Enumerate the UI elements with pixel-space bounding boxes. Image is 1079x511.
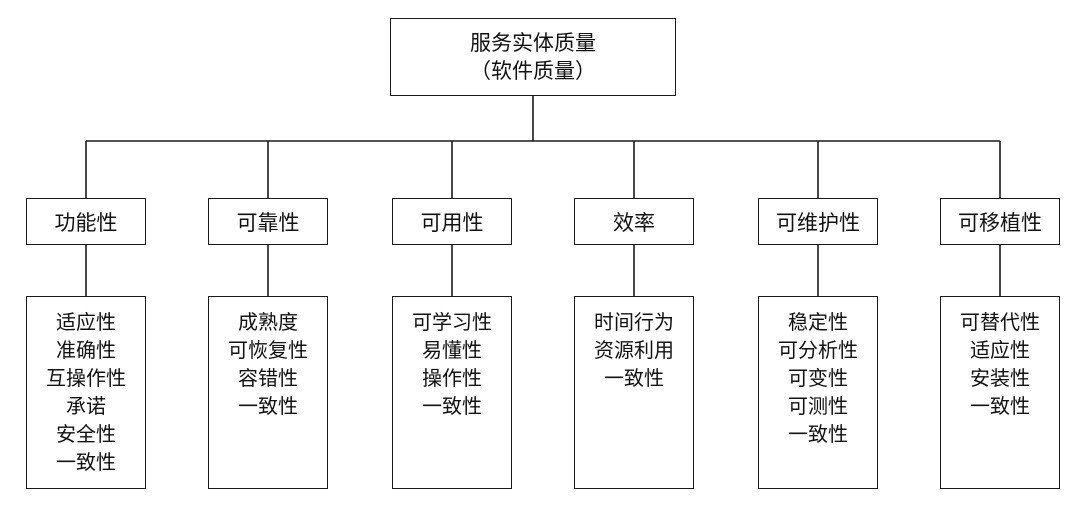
detail-item: 安装性: [970, 366, 1030, 390]
detail-item: 容错性: [238, 366, 298, 390]
category-label: 效率: [613, 210, 655, 235]
detail-node-maintainability: 稳定性 可分析性 可变性 可测性 一致性: [758, 296, 878, 489]
detail-item: 可变性: [788, 366, 848, 390]
detail-item: 适应性: [56, 310, 116, 334]
detail-node-efficiency: 时间行为 资源利用 一致性: [574, 296, 694, 489]
root-title: 服务实体质量: [470, 31, 596, 55]
category-label: 可维护性: [776, 210, 860, 235]
detail-item: 适应性: [970, 338, 1030, 362]
detail-item: 安全性: [56, 422, 116, 446]
detail-item: 易懂性: [422, 338, 482, 362]
detail-item: 一致性: [604, 366, 664, 390]
detail-item: 操作性: [422, 366, 482, 390]
detail-item: 承诺: [66, 394, 106, 418]
category-label: 可用性: [420, 210, 484, 235]
detail-item: 互操作性: [46, 366, 126, 390]
category-node-efficiency: 效率: [574, 198, 694, 245]
detail-item: 一致性: [238, 394, 298, 418]
detail-item: 可替代性: [960, 310, 1040, 334]
category-label: 功能性: [54, 210, 118, 235]
detail-item: 一致性: [422, 394, 482, 418]
detail-node-functionality: 适应性 准确性 互操作性 承诺 安全性 一致性: [26, 296, 146, 489]
detail-item: 稳定性: [788, 310, 848, 334]
detail-node-usability: 可学习性 易懂性 操作性 一致性: [392, 296, 512, 489]
category-label: 可靠性: [236, 210, 300, 235]
detail-item: 资源利用: [594, 338, 674, 362]
category-node-portability: 可移植性: [940, 198, 1060, 245]
detail-item: 一致性: [56, 450, 116, 474]
category-node-reliability: 可靠性: [208, 198, 328, 245]
root-subtitle: （软件质量）: [470, 59, 596, 83]
category-node-functionality: 功能性: [26, 198, 146, 245]
category-node-maintainability: 可维护性: [758, 198, 878, 245]
detail-item: 可恢复性: [228, 338, 308, 362]
root-node: 服务实体质量 （软件质量）: [390, 18, 676, 96]
detail-node-portability: 可替代性 适应性 安装性 一致性: [940, 296, 1060, 489]
detail-item: 准确性: [56, 338, 116, 362]
detail-item: 一致性: [970, 394, 1030, 418]
category-node-usability: 可用性: [392, 198, 512, 245]
detail-item: 可学习性: [412, 310, 492, 334]
detail-item: 成熟度: [238, 310, 298, 334]
detail-item: 可测性: [788, 394, 848, 418]
detail-item: 时间行为: [594, 310, 674, 334]
detail-node-reliability: 成熟度 可恢复性 容错性 一致性: [208, 296, 328, 489]
category-label: 可移植性: [958, 210, 1042, 235]
detail-item: 一致性: [788, 422, 848, 446]
detail-item: 可分析性: [778, 338, 858, 362]
